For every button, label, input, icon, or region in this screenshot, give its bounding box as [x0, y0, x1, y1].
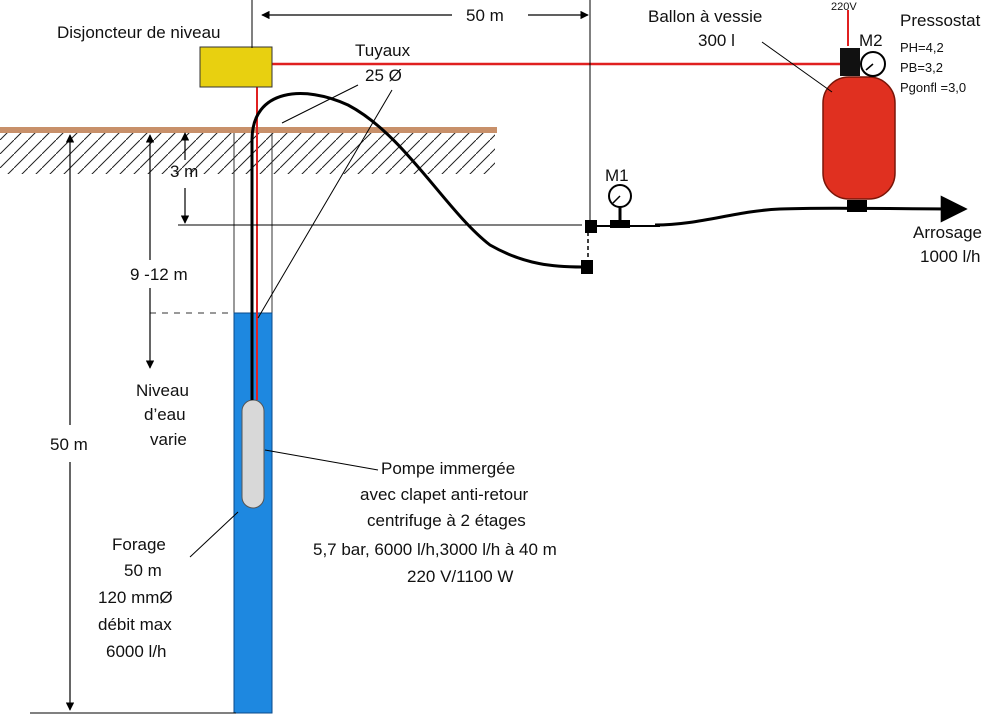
leader-tuyaux-1	[281, 84, 359, 124]
label-arrosage-1: Arrosage	[913, 223, 982, 242]
label-ph: PH=4,2	[900, 40, 944, 55]
label-pompe-5: 220 V/1100 W	[407, 567, 513, 586]
tank-feet	[847, 200, 867, 212]
leader-forage	[189, 511, 239, 558]
label-forage-5: 6000 l/h	[106, 642, 167, 661]
label-pb: PB=3,2	[900, 60, 943, 75]
label-pompe-3: centrifuge à 2 étages	[367, 511, 526, 530]
label-niveau-2: d’eau	[144, 405, 186, 424]
leader-tuyaux-2	[257, 89, 393, 319]
ground-surface	[0, 127, 497, 133]
label-forage-1: Forage	[112, 535, 166, 554]
label-disjoncteur: Disjoncteur de niveau	[57, 23, 220, 42]
label-pompe-4: 5,7 bar, 6000 l/h,3000 l/h à 40 m	[313, 540, 557, 559]
label-forage-4: débit max	[98, 615, 172, 634]
hose-elbow-upper	[585, 220, 597, 233]
label-niveau-1: Niveau	[136, 381, 189, 400]
pressure-switch	[840, 48, 860, 76]
hose-elbow-lower	[581, 260, 593, 274]
outlet-pipe	[654, 195, 968, 227]
m1-base	[610, 220, 630, 228]
label-voltage: 220V	[831, 1, 857, 13]
m1-needle	[612, 195, 621, 204]
label-dist-top: 50 m	[466, 6, 504, 25]
hose-pipe	[250, 92, 583, 400]
label-m1: M1	[605, 166, 629, 185]
label-forage-2: 50 m	[124, 561, 162, 580]
pressure-tank	[822, 76, 896, 200]
submersible-pump	[241, 399, 265, 509]
label-tuyaux-2: 25 Ø	[365, 66, 402, 85]
label-forage-3: 120 mmØ	[98, 588, 173, 607]
label-pressostat: Pressostat	[900, 11, 981, 30]
leader-ballon	[761, 41, 833, 93]
label-depth-3: 3 m	[170, 162, 198, 181]
label-pompe-1: Pompe immergée	[381, 459, 515, 478]
level-breaker-box	[199, 46, 273, 88]
label-depth-50: 50 m	[50, 435, 88, 454]
leader-pompe	[264, 449, 379, 471]
m2-needle	[865, 63, 874, 71]
label-pgonfl: Pgonfl =3,0	[900, 80, 966, 95]
label-arrosage-2: 1000 l/h	[920, 247, 981, 266]
label-tuyaux-1: Tuyaux	[355, 41, 411, 60]
label-depth-912: 9 -12 m	[130, 265, 188, 284]
label-niveau-3: varie	[150, 430, 187, 449]
label-m2: M2	[859, 31, 883, 50]
label-ballon-1: Ballon à vessie	[648, 7, 762, 26]
ground-hatching	[0, 132, 495, 174]
label-pompe-2: avec clapet anti-retour	[360, 485, 529, 504]
label-ballon-2: 300 l	[698, 31, 735, 50]
